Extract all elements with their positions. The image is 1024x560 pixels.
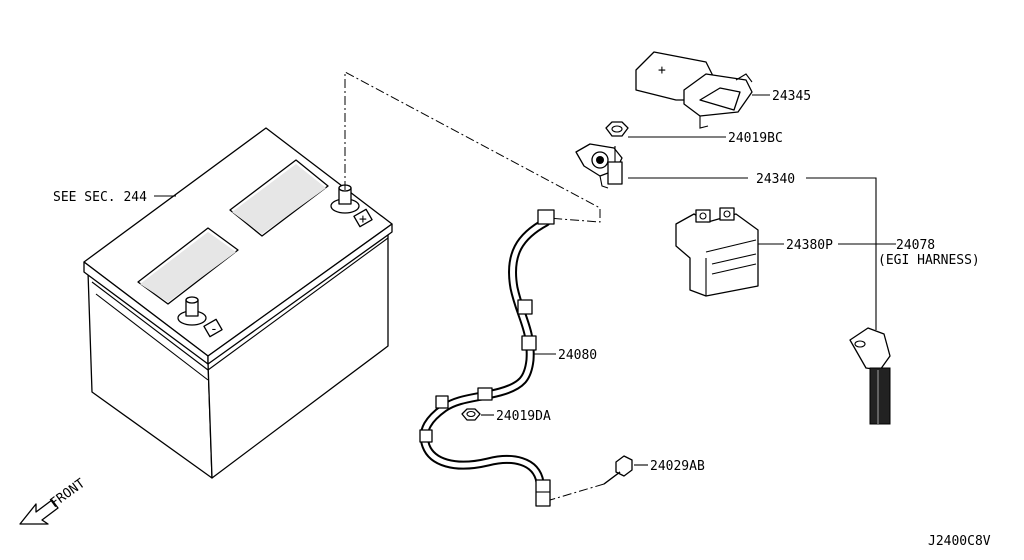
terminal-cover (635, 51, 753, 129)
egi-harness-end (849, 327, 891, 425)
diagram-id: J2400C8V (928, 534, 991, 549)
label-24340: 24340 (756, 172, 795, 187)
negative-terminal-post (177, 296, 223, 338)
battery-cable (419, 209, 555, 507)
terminal-nut (605, 121, 629, 137)
ground-bolt (603, 455, 633, 485)
label-24345: 24345 (772, 89, 811, 104)
battery-reference-label: SEE SEC. 244 (53, 190, 147, 205)
alignment-line (344, 71, 601, 223)
label-24380P: 24380P (786, 238, 833, 253)
cover-mark: + (658, 63, 666, 78)
label-24029AB: 24029AB (650, 459, 705, 474)
label-24078: 24078 (896, 238, 935, 253)
front-direction-arrow (19, 499, 59, 525)
cable-nut (461, 408, 481, 421)
negative-mark: - (210, 322, 218, 337)
label-24019BC: 24019BC (728, 131, 783, 146)
front-label: FRONT (48, 476, 89, 511)
battery: + - (83, 127, 393, 479)
label-egi-harness: (EGI HARNESS) (878, 253, 980, 268)
positive-mark: + (359, 212, 367, 227)
label-24080: 24080 (558, 348, 597, 363)
battery-terminal (575, 143, 623, 189)
label-24019DA: 24019DA (496, 409, 551, 424)
fusible-link (675, 207, 759, 297)
